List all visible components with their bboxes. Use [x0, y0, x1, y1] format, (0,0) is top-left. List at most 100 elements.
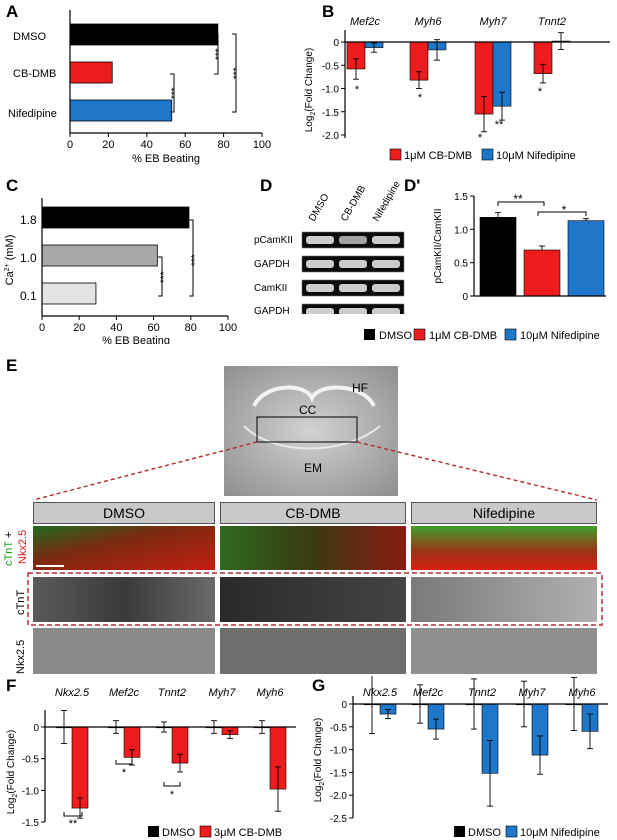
panel-b-chart: 0-0.5-1.0-1.5-2.0 Mef2c Myh6 Myh7 Tnnt2 …: [304, 16, 610, 162]
b-ytick-2: -1.0: [322, 85, 340, 96]
panel-f-chart: 0 -0.5 -1.0 -1.5 Nkx2.5 Mef2c Tnnt2 Myh7 Myh6 L…: [6, 687, 296, 839]
f-gene-2: Tnnt2: [158, 687, 186, 699]
b-gene-tnnt2: Tnnt2: [538, 16, 566, 28]
d-row-camkii: CamKII: [254, 283, 287, 294]
e-nkx-nifedipine: [411, 628, 597, 674]
a-label-dmso: DMSO: [13, 31, 46, 43]
blot-band-2-0: [306, 284, 334, 292]
c-xtick-0: 0: [39, 322, 45, 334]
f-ytick-2: -1.0: [22, 786, 40, 797]
b-legend-cbdmb: 1μM CB-DMB: [404, 150, 472, 162]
e-label-nkx-row: Nkx2.5: [15, 640, 27, 674]
d-legend-nifedipine: 10μM Nifedipine: [520, 330, 600, 342]
c-ylabel: Ca2+ (mM): [4, 235, 16, 286]
blot-band-1-0: [306, 260, 334, 268]
g-ytick-5: -2.5: [330, 814, 348, 825]
f-gene-0: Nkx2.5: [55, 687, 90, 699]
dp-ytick-3: 1.5: [454, 192, 468, 203]
e-ctnt-cbdmb: [220, 577, 406, 622]
blot-band-2-2: [372, 284, 400, 292]
e-ctnt-dmso: [33, 577, 215, 622]
panel-dprime-chart: 00.51.01.5 pCamKII/CamKII ** *: [433, 192, 606, 303]
f-gene-3: Myh7: [209, 687, 237, 699]
b-ytick-1: -0.5: [322, 61, 340, 72]
svg-text:**: **: [69, 818, 78, 830]
svg-text:*: *: [538, 86, 543, 98]
a-xtick-2: 40: [141, 139, 153, 151]
svg-text:*: *: [418, 92, 423, 104]
g-ytick-1: -0.5: [330, 723, 348, 734]
g-gene-0: Nkx2.5: [363, 687, 398, 699]
b-ylabel: Log2(Fold Change): [304, 48, 317, 133]
svg-text:*: *: [478, 132, 483, 144]
e-col-dmso: DMSO: [33, 502, 215, 524]
dp-ylabel: pCamKII/CamKII: [433, 208, 444, 283]
svg-text:***: ***: [159, 271, 170, 283]
g-gene-3: Myh7: [519, 687, 547, 699]
a-label-cbdmb: CB-DMB: [13, 68, 56, 80]
e-nkx-dmso: [33, 628, 215, 674]
b-ytick-0: 0: [333, 38, 339, 49]
e-merge-dmso: [33, 526, 215, 570]
c-xtick-4: 80: [185, 322, 197, 334]
svg-text:*: *: [170, 789, 175, 801]
f-legend-dmso: DMSO: [162, 827, 195, 839]
b-gene-myh7: Myh7: [480, 16, 508, 28]
svg-text:*: *: [122, 767, 127, 779]
e-ctnt-nifedipine: [411, 577, 597, 622]
dp-ytick-2: 1.0: [454, 225, 468, 236]
e-label-ctnt: cTnT: [3, 541, 15, 566]
b-ytick-3: -1.5: [322, 108, 340, 119]
e-label-nkx: Nkx2.5: [17, 530, 29, 564]
e-nkx-cbdmb: [220, 628, 406, 674]
c-xlabel: % EB Beating: [102, 335, 170, 344]
c-label-18: 1.8: [20, 213, 37, 227]
g-ytick-2: -1.0: [330, 746, 348, 757]
blot-band-3-0: [306, 308, 334, 314]
blot-band-1-2: [372, 260, 400, 268]
f-gene-4: Myh6: [257, 687, 285, 699]
panel-d-blot: DMSO CB-DMB Nifedipine pCamKII GAPDH Cam…: [254, 179, 405, 314]
svg-text:cTnT+: cTnT+: [3, 532, 15, 567]
g-ytick-0: 0: [341, 700, 347, 711]
c-xtick-1: 20: [73, 322, 85, 334]
embryo-label-cc: CC: [299, 403, 317, 417]
blot-band-0-1: [339, 236, 367, 244]
f-ytick-1: -0.5: [22, 755, 40, 766]
a-xtick-3: 60: [179, 139, 191, 151]
a-xtick-5: 100: [253, 139, 271, 151]
svg-text:***: ***: [190, 254, 201, 266]
blot-band-3-1: [339, 308, 367, 314]
embryo-image: HF CC EM: [224, 366, 398, 496]
d-row-gapdh1: GAPDH: [254, 259, 290, 270]
a-sig-1: ***: [214, 48, 225, 60]
dp-bar-2: [567, 220, 605, 297]
f-ytick-3: -1.5: [22, 818, 40, 829]
c-label-10: 1.0: [20, 251, 37, 265]
e-merge-nifedipine: [411, 526, 597, 570]
panel-letter-c: C: [6, 176, 19, 195]
f-ytick-0: 0: [33, 723, 39, 734]
c-label-01: 0.1: [20, 289, 37, 303]
panel-letter-g: G: [312, 676, 326, 695]
embryo-label-hf: HF: [352, 381, 368, 395]
c-xtick-3: 60: [147, 322, 159, 334]
a-xlabel: % EB Beating: [132, 153, 200, 165]
e-col-nifedipine: Nifedipine: [411, 502, 597, 524]
f-bar-1-0: [71, 726, 89, 809]
d-legend-cbdmb: 1μM CB-DMB: [429, 330, 497, 342]
f-gene-1: Mef2c: [109, 687, 139, 699]
d-legend-dmso: DMSO: [379, 330, 412, 342]
panel-letter-dprime: D': [404, 176, 421, 195]
f-ylabel: Log2(Fold Change): [6, 730, 19, 815]
g-gene-4: Myh6: [569, 687, 597, 699]
b-gene-myh6: Myh6: [415, 16, 443, 28]
g-gene-2: Tnnt2: [468, 687, 496, 699]
a-xtick-0: 0: [67, 139, 73, 151]
embryo-label-em: EM: [304, 461, 322, 475]
panel-letter-e: E: [6, 356, 18, 375]
dp-ytick-1: 0.5: [454, 259, 468, 270]
blot-band-1-1: [339, 260, 367, 268]
